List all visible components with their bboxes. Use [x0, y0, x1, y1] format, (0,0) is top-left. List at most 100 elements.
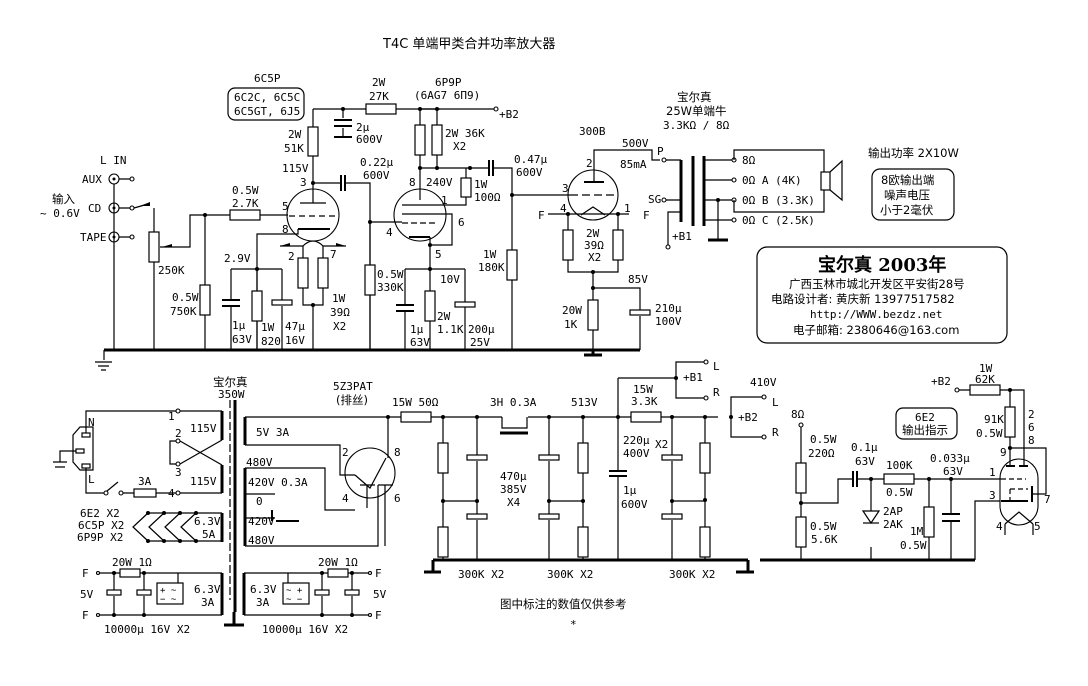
v513-label: 513V — [571, 396, 598, 409]
volume-pot-value: 250K — [158, 264, 185, 277]
pt-primary-2: 115V — [190, 475, 217, 488]
v1-pin-cathode: 8 — [282, 223, 289, 236]
ind-diode-1: 2AP — [883, 505, 903, 518]
pt-pin-2: 2 — [175, 427, 182, 440]
pt-sec-5v: 5V 3A — [256, 426, 289, 439]
bleeder-label-3: 300K X2 — [669, 568, 715, 581]
ot-b1: +B1 — [672, 230, 692, 243]
b2-label: +B2 — [738, 411, 758, 424]
dc-caps-right: 10000μ 16V X2 — [262, 623, 348, 636]
v1-equiv-1: 6C2C, 6C5C — [234, 91, 300, 104]
v2-pin-plate: 8 — [409, 176, 416, 189]
ind-pin-9: 9 — [1000, 446, 1007, 459]
v1-grid-leak — [199, 284, 211, 316]
ind-div-top-w: 0.5W — [810, 433, 837, 446]
output-transformer: 宝尔真 25W单端牛 3.3KΩ / 8Ω P SG +B1 8Ω 0Ω A (… — [648, 90, 843, 250]
v3-cathode-cap-val: 210μ — [655, 302, 682, 315]
ind-box-tube: 6E2 — [915, 411, 935, 424]
iec-plug-icon — [72, 426, 94, 471]
ind-div-top-val: 220Ω — [808, 447, 835, 460]
v1-grid-leak-w: 0.5W — [172, 291, 199, 304]
ind-pin-1: 1 — [989, 466, 996, 479]
dc-f-right-1: F — [375, 567, 382, 580]
ind-pin-5: 5 — [1034, 520, 1041, 533]
caps1-voltage: 385V — [500, 483, 527, 496]
pt-primary-1: 115V — [190, 422, 217, 435]
v1-tube-label: 6C5P — [254, 72, 281, 85]
ot-tap-c: 0Ω C (2.5K) — [742, 214, 815, 227]
v1-heater-res-val: 39Ω — [330, 306, 350, 319]
ind-div-bot-val: 5.6K — [811, 533, 838, 546]
v1-cathode-cap-val: 1μ — [232, 319, 246, 332]
stage-v3: 300B 2 3 4 1 F F 500V 85mA 2W 39Ω X2 85V… — [510, 125, 682, 350]
choke-label: 3H 0.3A — [490, 396, 537, 409]
caps2-qty: X2 — [655, 438, 668, 451]
v3-grid-res-w: 1W — [483, 248, 497, 261]
v1-coupling-cap-v: 600V — [363, 169, 390, 182]
plug-n: N — [88, 416, 95, 429]
input-heading: L IN — [100, 154, 127, 167]
ot-model: 25W单端牛 — [666, 104, 727, 118]
v2-tube-label: 6P9P — [435, 76, 462, 89]
source-aux[interactable]: AUX — [82, 173, 102, 186]
v1-cathode-voltage: 2.9V — [224, 252, 251, 265]
v3-cathode-res-w: 20W — [562, 304, 582, 317]
v1-cathode-res-w: 1W — [261, 321, 275, 334]
power-switch[interactable] — [103, 490, 109, 496]
v1-cathode-ecap-v: 16V — [285, 334, 305, 347]
ind-res-plate-w: 1W — [979, 362, 993, 375]
svg-text:− ~: − ~ — [160, 595, 177, 605]
power-transformer: 宝尔真 350W N L 3A 1 2 3 4 115V 115V 5V 3A … — [53, 375, 388, 636]
b1-l: L — [713, 360, 720, 373]
v1-grid-stopper-val: 2.7K — [232, 197, 259, 210]
ind-res-target-w: 0.5W — [976, 427, 1003, 440]
v2-cathode-cap-v: 63V — [410, 336, 430, 349]
source-tape[interactable]: TAPE — [80, 231, 107, 244]
ind-tap: 8Ω — [791, 408, 805, 421]
ind-res-shunt-w: 0.5W — [900, 539, 927, 552]
rectifier-tube: 5Z3PAT — [333, 380, 373, 393]
caps1-value: 470μ — [500, 470, 527, 483]
supply-filter: 15W 50Ω 3H 0.3A 513V 470μ 385V X4 1μ 600… — [388, 359, 779, 581]
volume-pot[interactable] — [148, 231, 160, 263]
info-heading: 宝尔真 2003年 — [818, 254, 946, 276]
footnote: 图中标注的数值仅供参考 — [500, 597, 627, 611]
info-email-link[interactable]: 电子邮箱: 2380646@163.com — [793, 323, 959, 337]
v1-plate-load-val: 51K — [284, 142, 304, 155]
ind-diode-2: 2AK — [883, 518, 903, 531]
v2-coupling-cap-val: 0.47μ — [514, 153, 547, 166]
v1-equivalents-box — [227, 87, 305, 121]
supply-res-1-label: 15W 50Ω — [392, 396, 439, 409]
power-switch-lever[interactable] — [106, 481, 119, 492]
v3-cathode-voltage: 85V — [628, 273, 648, 286]
pt-pin-3: 3 — [175, 466, 182, 479]
ind-cap1-v: 63V — [855, 455, 875, 468]
source-cd[interactable]: CD — [88, 202, 101, 215]
diode-icon — [861, 510, 881, 525]
v3-fil-res-val: 39Ω — [584, 239, 604, 252]
v3-pin-plate: 2 — [586, 157, 593, 170]
b1-label: +B1 — [683, 371, 703, 384]
v3-pin-grid: 3 — [562, 182, 569, 195]
v1-cathode-ecap-val: 47μ — [285, 320, 305, 333]
bridge-rectifier-right — [282, 582, 310, 605]
info-address: 广西玉林市城北开发区平安街28号 — [789, 277, 965, 291]
info-designer: 电路设计者: 黄庆新 13977517582 — [771, 292, 955, 306]
pt-pin-1: 1 — [168, 410, 175, 423]
film-cap-value: 1μ — [623, 484, 637, 497]
v3-cathode-cap-v: 100V — [655, 315, 682, 328]
ot-pin-sg: SG — [648, 193, 661, 206]
decoup-cap-val: 2μ — [356, 121, 370, 134]
ot-pin-p: P — [657, 145, 664, 158]
v1-pin-heater-a: 2 — [288, 250, 295, 263]
svg-text:~ +: ~ + — [286, 586, 303, 596]
pt-sec-480v-a: 480V — [246, 456, 273, 469]
v1-heater-res-qty: X2 — [333, 320, 346, 333]
info-website-link[interactable]: http://WWW.bezdz.net — [810, 308, 942, 321]
v1-heater-res-w: 1W — [332, 292, 346, 305]
rect-pin-2: 2 — [342, 446, 349, 459]
v3-fil-label-a: F — [538, 209, 545, 222]
film-cap-voltage: 600V — [621, 498, 648, 511]
bleeder-label-2: 300K X2 — [547, 568, 593, 581]
v1-grid-leak-val: 750K — [170, 305, 197, 318]
